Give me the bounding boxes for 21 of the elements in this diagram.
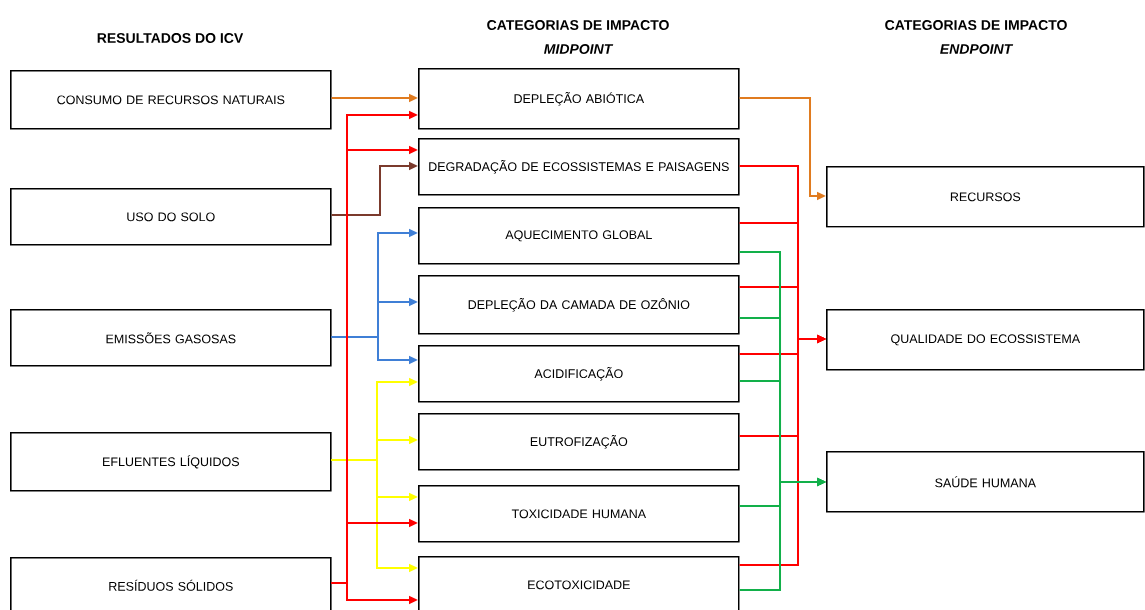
process-box: DEPLEÇÃO ABIÓTICA bbox=[418, 68, 740, 130]
process-box: AQUECIMENTO GLOBAL bbox=[418, 207, 740, 265]
process-box: TOXICIDADE HUMANA bbox=[418, 485, 740, 543]
process-box: ACIDIFICAÇÃO bbox=[418, 345, 740, 403]
process-box: RECURSOS bbox=[826, 166, 1145, 228]
process-box: CONSUMO DE RECURSOS NATURAIS bbox=[10, 70, 332, 130]
column-heading: RESULTADOS DO ICV bbox=[97, 33, 244, 43]
process-box: ECOTOXICIDADE bbox=[418, 556, 740, 610]
process-box: RESÍDUOS SÓLIDOS bbox=[10, 557, 332, 610]
process-box: DEGRADAÇÃO DE ECOSSISTEMAS E PAISAGENS bbox=[418, 138, 740, 196]
process-box: DEPLEÇÃO DA CAMADA DE OZÔNIO bbox=[418, 275, 740, 335]
column-heading: MIDPOINT bbox=[544, 44, 614, 54]
column-heading: CATEGORIAS DE IMPACTO bbox=[885, 20, 1067, 30]
process-box: EFLUENTES LÍQUIDOS bbox=[10, 432, 332, 492]
process-box: QUALIDADE DO ECOSSISTEMA bbox=[826, 309, 1145, 371]
process-box: EUTROFIZAÇÃO bbox=[418, 413, 740, 471]
process-box: USO DO SOLO bbox=[10, 188, 332, 246]
process-box: SAÚDE HUMANA bbox=[826, 451, 1145, 513]
column-heading: CATEGORIAS DE IMPACTO bbox=[487, 20, 669, 30]
column-heading: ENDPOINT bbox=[940, 44, 1014, 54]
process-box: EMISSÕES GASOSAS bbox=[10, 309, 332, 367]
